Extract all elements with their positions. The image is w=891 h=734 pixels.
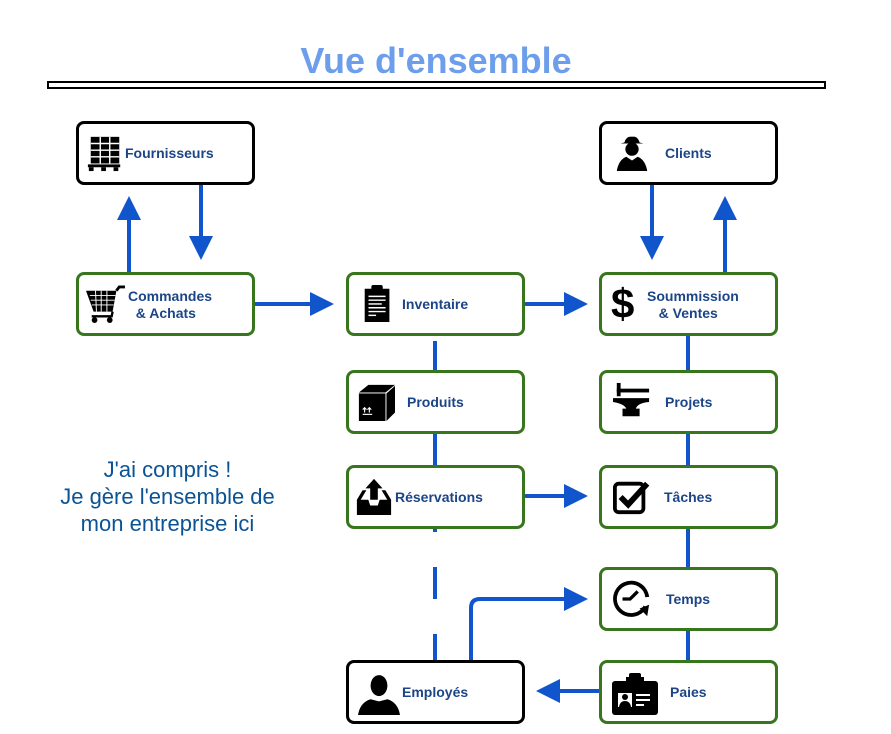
node-taches[interactable]: Tâches xyxy=(599,465,778,529)
shopping-cart-icon xyxy=(86,285,125,323)
id-badge-icon xyxy=(612,673,658,715)
person-icon xyxy=(358,675,400,715)
node-label: Fournisseurs xyxy=(125,145,214,161)
page-title: Vue d'ensemble xyxy=(300,40,572,81)
note-line: mon entreprise ici xyxy=(80,511,255,536)
node-label: Réservations xyxy=(395,489,483,505)
node-projets[interactable]: Projets xyxy=(599,370,778,434)
node-reservations[interactable]: Réservations xyxy=(346,465,525,529)
node-inventaire[interactable]: Inventaire xyxy=(346,272,525,336)
edge-employes-temps xyxy=(469,587,588,661)
node-commandes[interactable]: Commandes & Achats xyxy=(76,272,255,336)
node-paies[interactable]: Paies xyxy=(599,660,778,724)
node-label: Clients xyxy=(665,145,712,161)
pallet-boxes-icon xyxy=(87,136,121,172)
node-clients[interactable]: Clients xyxy=(599,121,778,185)
box-icon xyxy=(358,384,395,421)
node-label: Soummission & Ventes xyxy=(647,288,739,321)
node-label: Paies xyxy=(670,684,707,700)
checkbox-icon xyxy=(613,481,650,515)
node-label: Commandes & Achats xyxy=(128,288,213,321)
node-temps[interactable]: Temps xyxy=(599,567,778,631)
inbox-upload-icon xyxy=(356,478,392,515)
anvil-icon xyxy=(613,382,650,417)
note-line: J'ai compris ! xyxy=(103,457,232,482)
node-employes[interactable]: Employés xyxy=(346,660,525,724)
node-label: Projets xyxy=(665,394,713,410)
note-line: Je gère l'ensemble de xyxy=(60,484,275,509)
title-divider xyxy=(47,81,826,89)
tagline-note: J'ai compris ! Je gère l'ensemble de mon… xyxy=(40,456,295,537)
node-label: Inventaire xyxy=(402,296,469,312)
dollar-icon: $ xyxy=(611,280,635,327)
clock-icon xyxy=(613,580,650,617)
node-label: Employés xyxy=(402,684,469,700)
node-label: Produits xyxy=(407,394,464,410)
node-fournisseurs[interactable]: Fournisseurs xyxy=(76,121,255,185)
clipboard-icon xyxy=(364,284,390,322)
node-soummission[interactable]: $ Soummission & Ventes xyxy=(599,272,778,336)
node-produits[interactable]: Produits xyxy=(346,370,525,434)
node-label: Tâches xyxy=(664,489,713,505)
node-label: Temps xyxy=(666,591,711,607)
person-hat-icon xyxy=(616,136,648,171)
